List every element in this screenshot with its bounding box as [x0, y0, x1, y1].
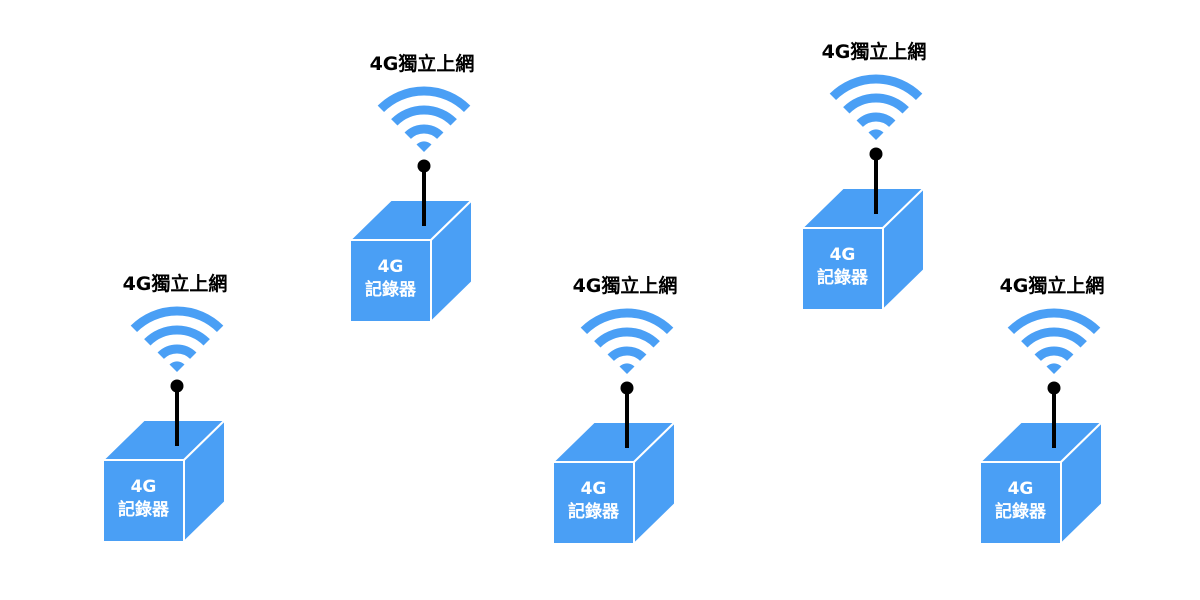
cube-front [102, 459, 185, 543]
cube-front [552, 461, 635, 545]
antenna-ball [417, 159, 431, 173]
cube-box [977, 419, 1105, 547]
cube-box [100, 417, 228, 545]
antenna-ball [1047, 381, 1061, 395]
box-text-4g: 4G [830, 245, 856, 265]
wifi-icon [829, 74, 923, 140]
cube-box [347, 197, 475, 325]
antenna-ball [869, 147, 883, 161]
box-text-4g: 4G [581, 479, 607, 499]
cube-front [801, 227, 884, 311]
box-text-recorder: 記錄器 [995, 501, 1047, 522]
device-label: 4G獨立上網 [822, 40, 927, 63]
cube-front [979, 461, 1062, 545]
box-text-recorder: 記錄器 [568, 501, 620, 522]
device-label: 4G獨立上網 [123, 272, 228, 295]
box-text-4g: 4G [1008, 479, 1034, 499]
cube-box [550, 419, 678, 547]
wifi-icon [1007, 308, 1101, 374]
wifi-icon [580, 308, 674, 374]
antenna-ball [620, 381, 634, 395]
wifi-icon [377, 86, 471, 152]
box-text-recorder: 記錄器 [365, 279, 417, 300]
device-label: 4G獨立上網 [1000, 274, 1105, 297]
box-text-recorder: 記錄器 [817, 267, 869, 288]
box-text-4g: 4G [378, 257, 404, 277]
device-label: 4G獨立上網 [370, 52, 475, 75]
cube-box [799, 185, 927, 313]
device-label: 4G獨立上網 [573, 274, 678, 297]
box-text-4g: 4G [131, 477, 157, 497]
cube-front [349, 239, 432, 323]
antenna-ball [170, 379, 184, 393]
box-text-recorder: 記錄器 [118, 499, 170, 520]
wifi-icon [130, 306, 224, 372]
